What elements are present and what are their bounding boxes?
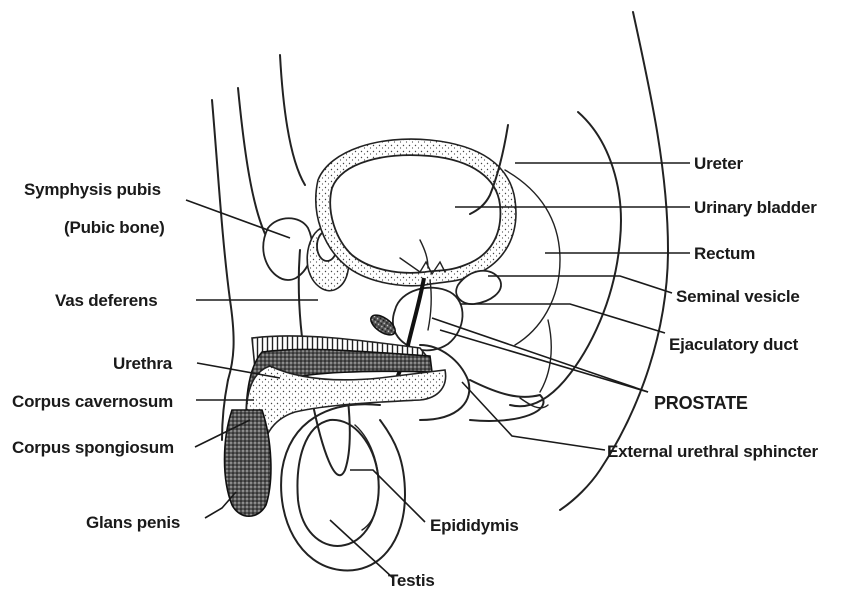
- glans-penis-shape: [225, 410, 271, 516]
- rectum-wall: [510, 112, 621, 406]
- label-rectum: Rectum: [694, 244, 755, 263]
- label-corpus-spongiosum: Corpus spongiosum: [12, 438, 174, 457]
- leader-symphysis-pubis: [186, 200, 290, 238]
- abdominal-wall-inner: [238, 88, 268, 240]
- penis-ventral-tissue: [244, 366, 446, 460]
- label-urinary-bladder: Urinary bladder: [694, 198, 817, 217]
- label-ejaculatory-duct: Ejaculatory duct: [669, 335, 799, 354]
- leader-prostate-a: [432, 318, 648, 392]
- abdominal-wall-outer: [212, 100, 234, 380]
- label-epididymis: Epididymis: [430, 516, 519, 535]
- anatomy-illustration: [212, 12, 668, 570]
- back-contour: [560, 12, 668, 510]
- perineum-outline: [470, 380, 544, 421]
- label-vas-deferens: Vas deferens: [55, 291, 158, 310]
- peritoneum-line: [280, 55, 305, 185]
- label-urethra: Urethra: [113, 354, 173, 373]
- label-symphysis-pubis: Symphysis pubis: [24, 180, 161, 199]
- leader-ejaculatory-duct: [460, 304, 665, 333]
- leader-external-urethral-sphincter: [462, 382, 605, 450]
- leader-epididymis: [350, 470, 425, 522]
- label-ureter: Ureter: [694, 154, 743, 173]
- symphysis-pubis: [263, 218, 312, 280]
- rectal-canal: [520, 320, 551, 408]
- leader-seminal-vesicle: [488, 276, 672, 293]
- bladder-lumen: [330, 155, 500, 273]
- label-prostate: PROSTATE: [654, 393, 748, 413]
- prostate-gland: [393, 288, 463, 351]
- label-glans-penis: Glans penis: [86, 513, 180, 532]
- label-external-urethral-sphincter: External urethral sphincter: [607, 442, 819, 461]
- label-testis: Testis: [388, 571, 435, 590]
- label-pubic-bone: (Pubic bone): [64, 218, 165, 237]
- label-seminal-vesicle: Seminal vesicle: [676, 287, 800, 306]
- label-corpus-cavernosum: Corpus cavernosum: [12, 392, 173, 411]
